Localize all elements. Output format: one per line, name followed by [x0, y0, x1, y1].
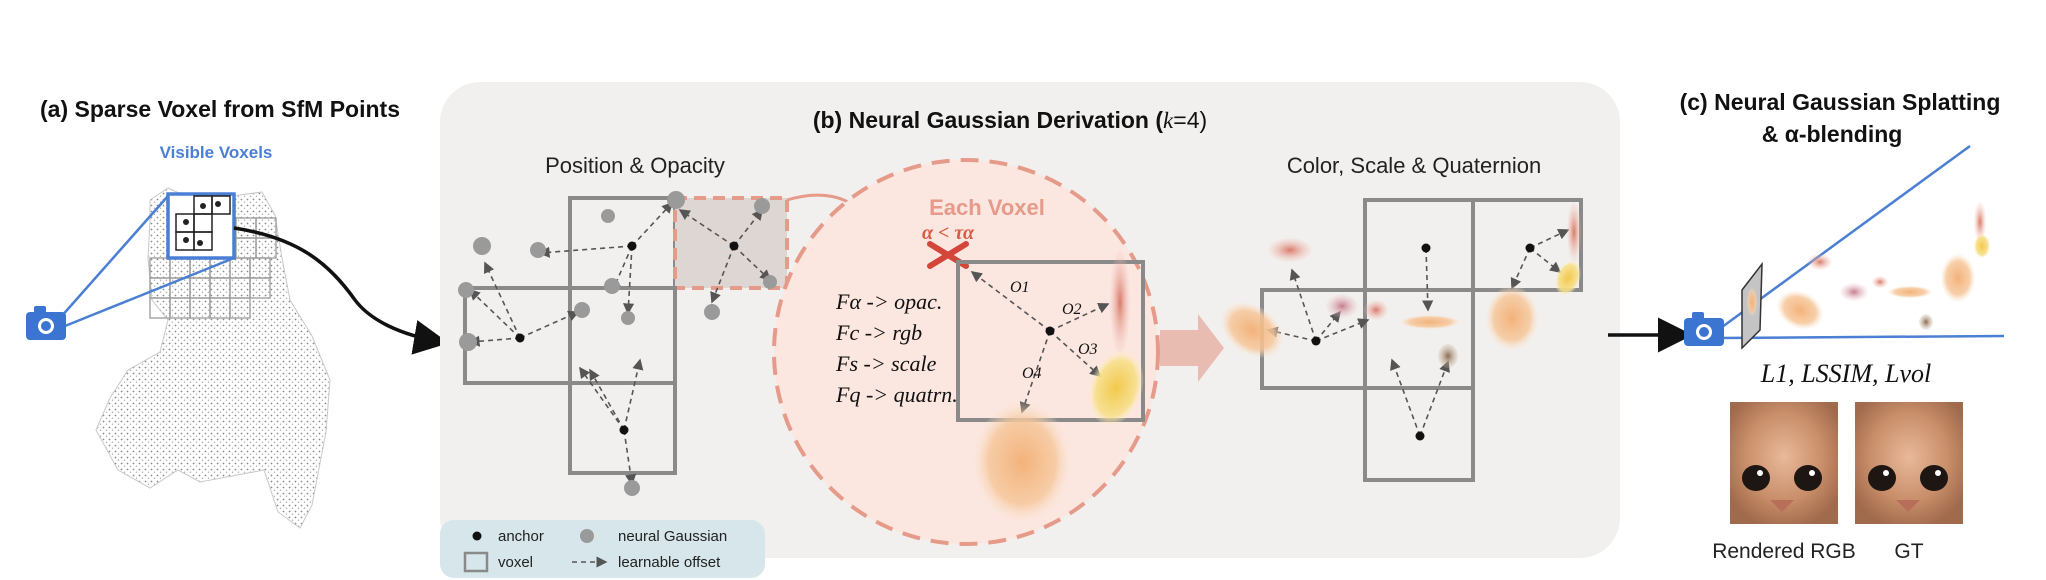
position-opacity-label: Position & Opacity [545, 153, 725, 178]
right-neural-gaussians [1220, 202, 1581, 368]
gaussian-orange [974, 402, 1070, 522]
gaussian-red [1110, 250, 1130, 354]
big-arrow [1160, 314, 1224, 382]
panel-a-title: (a) Sparse Voxel from SfM Points [40, 96, 400, 122]
panel-a: (a) Sparse Voxel from SfM Points Visible… [26, 96, 449, 529]
frustum-bottom-ray [1717, 334, 2005, 340]
right-anchors [1311, 243, 1535, 441]
cat-point-cloud [95, 187, 331, 529]
voxel-grid [149, 217, 277, 319]
svg-text:Fα -> opac.: Fα -> opac. [835, 289, 942, 314]
each-voxel-label: Each Voxel [929, 195, 1045, 220]
svg-text:O3: O3 [1078, 341, 1098, 358]
splatted-gaussians [1776, 202, 1990, 330]
legend-voxel-icon [463, 551, 489, 573]
svg-text:O1: O1 [1010, 279, 1030, 296]
gaussian-yellow [1088, 350, 1144, 426]
left-offsets [468, 201, 772, 486]
zoomed-voxel-circle: Each Voxel α < τα Fα -> opac. Fc -> rgb … [772, 158, 1160, 546]
gt-image [1855, 402, 1963, 524]
rendered-rgb-label: Rendered RGB [1712, 540, 1856, 563]
legend-neural-gaussian-icon [580, 529, 594, 543]
legend-learnable-offset: learnable offset [618, 554, 721, 571]
camera-icon-c [1684, 312, 1724, 346]
legend-neural-gaussian: neural Gaussian [618, 528, 727, 545]
panel-c-title-line1: (c) Neural Gaussian Splatting [1680, 89, 2001, 115]
left-anchors [515, 241, 739, 435]
left-neural-gaussians [458, 191, 777, 496]
svg-text:Fc -> rgb: Fc -> rgb [835, 320, 922, 345]
camera-icon [26, 195, 235, 340]
flow-arrow-a-to-b [233, 226, 449, 355]
svg-text:Fs -> scale: Fs -> scale [835, 351, 937, 376]
panel-b: (b) Neural Gaussian Derivation (k=4) Pos… [440, 82, 1620, 578]
threshold-label: α < τα [922, 222, 975, 244]
color-scale-quaternion-label: Color, Scale & Quaternion [1287, 153, 1541, 178]
svg-text:O4: O4 [1022, 365, 1042, 382]
offset-labels: O1 O2 O3 O4 [1010, 279, 1098, 382]
visible-voxels-box [166, 192, 236, 260]
legend: anchor neural Gaussian voxel learnable o… [440, 520, 765, 578]
right-voxel-structure [1260, 198, 1583, 482]
panel-c-title-line2: & α-blending [1762, 121, 1903, 147]
visible-voxels-label: Visible Voxels [160, 143, 273, 162]
panel-c: (c) Neural Gaussian Splatting & α-blendi… [1608, 89, 2005, 563]
legend-anchor-icon [472, 531, 482, 541]
svg-text:O2: O2 [1062, 301, 1082, 318]
svg-text:Fq -> quatrn.: Fq -> quatrn. [835, 382, 958, 407]
panel-b-title: (b) Neural Gaussian Derivation (k=4) [813, 107, 1207, 133]
gt-label: GT [1894, 540, 1923, 563]
legend-voxel: voxel [498, 554, 533, 571]
feature-mappings: Fα -> opac. Fc -> rgb Fs -> scale Fq -> … [835, 289, 958, 407]
rendered-rgb-image [1730, 402, 1838, 524]
legend-anchor: anchor [498, 528, 544, 545]
loss-terms: L1, LSSIM, Lvol [1760, 359, 1931, 388]
